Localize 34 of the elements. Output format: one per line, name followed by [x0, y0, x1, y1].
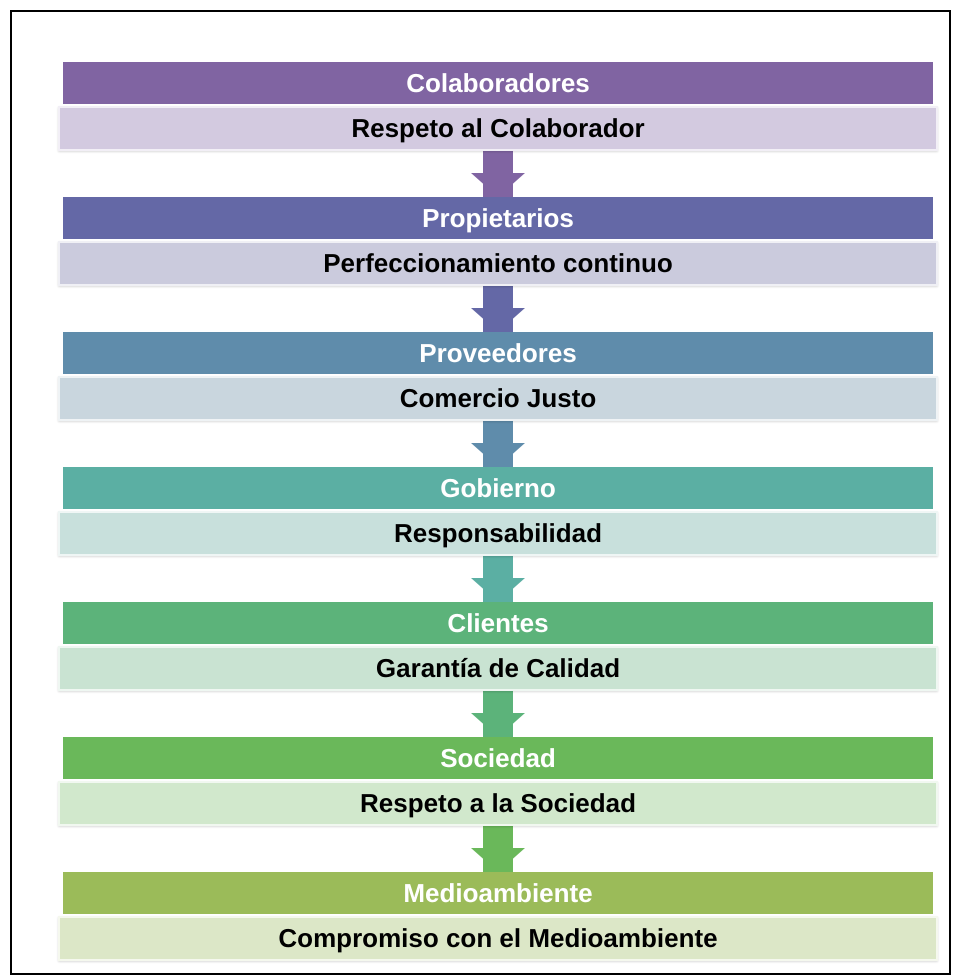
arrow [471, 286, 525, 332]
arrow [471, 421, 525, 467]
value-bar [58, 916, 938, 961]
header-bar [63, 197, 933, 239]
arrow [471, 151, 525, 197]
stakeholder-label: Colaboradores [406, 68, 590, 98]
header-bar [63, 737, 933, 779]
value-label: Respeto a la Sociedad [360, 788, 636, 819]
header-bar [63, 602, 933, 644]
value-label: Responsabilidad [394, 518, 602, 549]
value-label: Perfeccionamiento continuo [323, 248, 673, 279]
stakeholder-label: Propietarios [422, 202, 574, 234]
value-label: Compromiso con el Medioambiente [278, 923, 718, 954]
header-bar [63, 467, 933, 509]
value-bar [58, 781, 938, 826]
value-bar [58, 376, 938, 421]
stakeholder-label: Sociedad [440, 742, 556, 774]
value-bar [58, 646, 938, 691]
value-label: Respeto al Colaborador [351, 113, 645, 144]
arrow [471, 691, 525, 737]
stakeholder-label: Medioambiente [403, 878, 593, 908]
arrow [471, 556, 525, 602]
stakeholder-label: Clientes [447, 608, 549, 638]
header-bar [63, 62, 933, 104]
value-label: Comercio Justo [400, 383, 596, 414]
header-bar [63, 332, 933, 374]
value-label: Garantía de Calidad [376, 653, 620, 684]
value-bar [58, 106, 938, 151]
stakeholder-label: Proveedores [419, 338, 577, 368]
value-bar [58, 241, 938, 286]
value-bar [58, 511, 938, 556]
header-bar [63, 872, 933, 914]
arrow [471, 826, 525, 872]
stakeholder-label: Gobierno [440, 472, 556, 504]
